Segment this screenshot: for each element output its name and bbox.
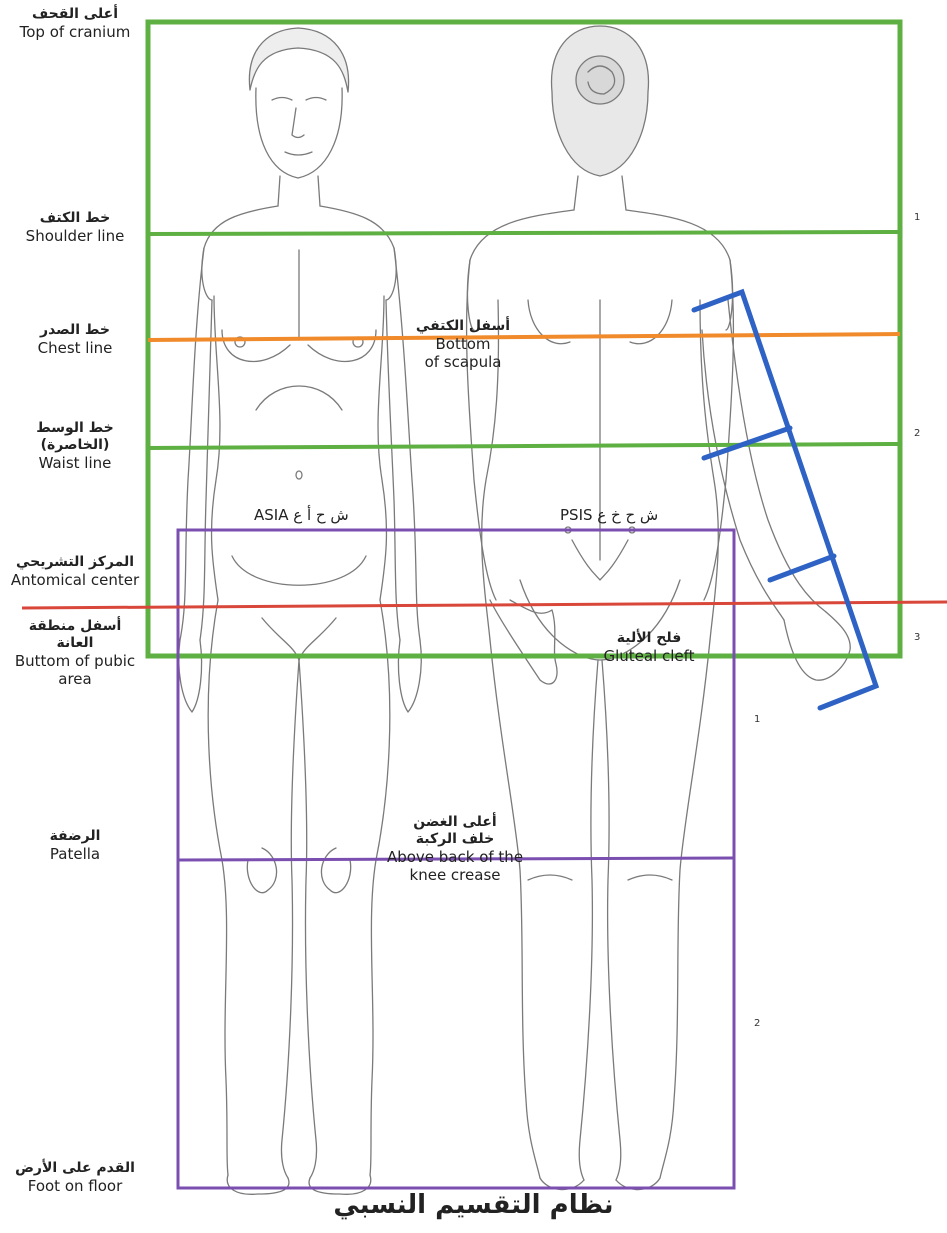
label-pubic-area: أسفل منطقة العانة Buttom of pubic area	[0, 618, 150, 688]
label-patella-en: Patella	[0, 845, 150, 863]
tick-upper-3: 3	[914, 632, 920, 643]
label-waist-line-en: Waist line	[0, 454, 150, 472]
front-figure	[179, 28, 422, 1194]
label-waist-line: خط الوسط (الخاصرة) Waist line	[0, 420, 150, 472]
label-bottom-scapula-en1: Bottom	[378, 335, 548, 353]
label-top-cranium-ar: أعلى القحف	[0, 6, 150, 23]
label-chest-line: خط الصدر Chest line	[0, 322, 150, 357]
shoulder-guide-line	[148, 232, 900, 234]
label-knee-crease-en2: knee crease	[370, 866, 540, 884]
label-asia: ش ح أ ع ASIA	[254, 506, 349, 524]
label-top-cranium-en: Top of cranium	[0, 23, 150, 41]
pubic-guide-line	[22, 602, 947, 608]
label-knee-crease-en1: Above back of the	[370, 848, 540, 866]
waist-guide-line	[148, 444, 900, 448]
label-bottom-scapula: أسفل الكتفي Bottom of scapula	[378, 318, 548, 371]
arm-ruler	[694, 292, 876, 708]
label-shoulder-line-en: Shoulder line	[0, 227, 150, 245]
label-knee-crease: أعلى الغضن خلف الركبة Above back of the …	[370, 814, 540, 884]
label-waist-line-ar1: خط الوسط	[0, 420, 150, 437]
label-psis: ش ح خ ع PSIS	[560, 506, 658, 524]
label-gluteal-cleft: فلح الألية Gluteal cleft	[584, 630, 714, 665]
diagram-title: نظام التقسيم النسبي	[0, 1190, 947, 1220]
tick-lower-2: 2	[754, 1018, 760, 1029]
label-gluteal-cleft-ar: فلح الألية	[584, 630, 714, 647]
tick-upper-1: 1	[914, 212, 920, 223]
label-gluteal-cleft-en: Gluteal cleft	[584, 647, 714, 665]
tick-upper-2: 2	[914, 428, 920, 439]
label-pubic-area-en2: area	[0, 670, 150, 688]
label-patella: الرضفة Patella	[0, 828, 150, 863]
label-bottom-scapula-ar: أسفل الكتفي	[378, 318, 548, 335]
label-pubic-area-ar1: أسفل منطقة	[0, 618, 150, 635]
label-waist-line-ar2: (الخاصرة)	[0, 437, 150, 454]
back-figure	[467, 26, 851, 1190]
label-knee-crease-ar1: أعلى الغضن	[370, 814, 540, 831]
label-pubic-area-ar2: العانة	[0, 635, 150, 652]
label-chest-line-ar: خط الصدر	[0, 322, 150, 339]
label-shoulder-line: خط الكتف Shoulder line	[0, 210, 150, 245]
label-anatomical-center-ar: المركز التشريحي	[0, 554, 150, 571]
label-anatomical-center-en: Antomical center	[0, 571, 150, 589]
tick-lower-1: 1	[754, 714, 760, 725]
label-knee-crease-ar2: خلف الركبة	[370, 831, 540, 848]
label-anatomical-center: المركز التشريحي Antomical center	[0, 554, 150, 589]
label-pubic-area-en1: Buttom of pubic	[0, 652, 150, 670]
label-chest-line-en: Chest line	[0, 339, 150, 357]
label-foot-on-floor-ar: القدم على الأرض	[0, 1160, 150, 1177]
label-shoulder-line-ar: خط الكتف	[0, 210, 150, 227]
label-top-cranium: أعلى القحف Top of cranium	[0, 6, 150, 41]
label-patella-ar: الرضفة	[0, 828, 150, 845]
label-bottom-scapula-en2: of scapula	[378, 353, 548, 371]
